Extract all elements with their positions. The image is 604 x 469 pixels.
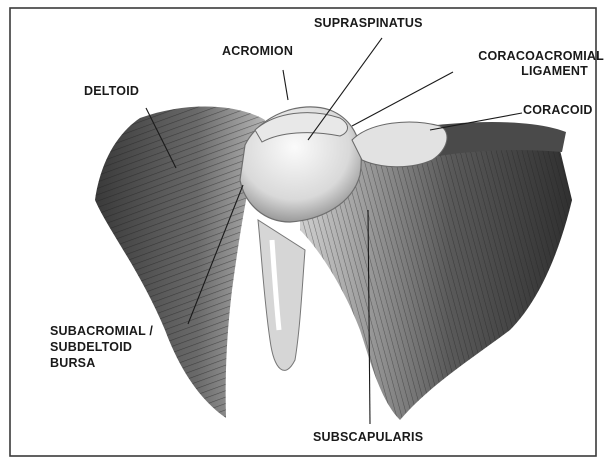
label-coracoacromial-line1: CORACOACROMIAL [426, 49, 604, 64]
label-coracoacromial-line2: LIGAMENT [426, 64, 588, 79]
label-acromion: ACROMION [222, 44, 293, 59]
label-bursa-line3: BURSA [50, 356, 95, 371]
label-coracoid: CORACOID [523, 103, 593, 118]
label-bursa-line1: SUBACROMIAL / [50, 324, 153, 339]
label-supraspinatus: SUPRASPINATUS [314, 16, 423, 31]
label-subscapularis: SUBSCAPULARIS [313, 430, 423, 445]
label-deltoid: DELTOID [84, 84, 139, 99]
label-bursa-line2: SUBDELTOID [50, 340, 132, 355]
